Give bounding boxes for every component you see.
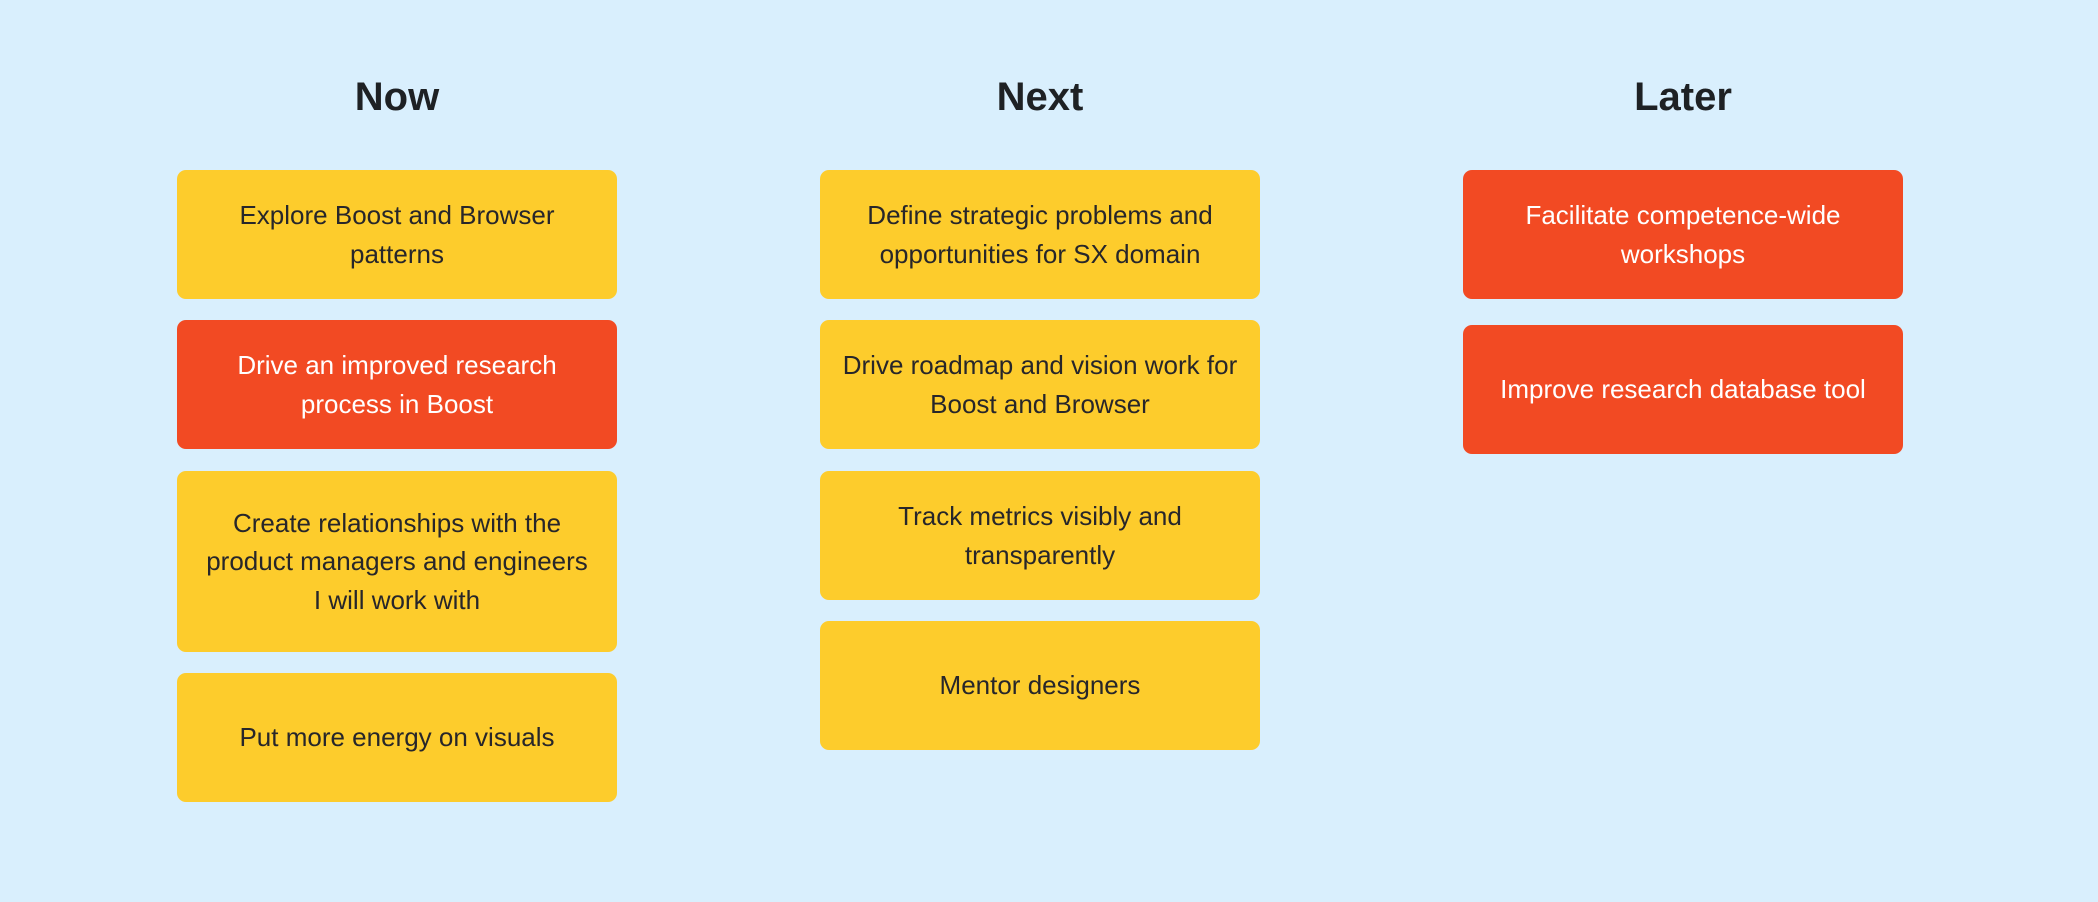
column-title-later: Later bbox=[1634, 75, 1732, 119]
column-title-now: Now bbox=[354, 75, 440, 119]
card-track-metrics[interactable]: Track metrics visibly and transparently bbox=[820, 471, 1260, 600]
card-facilitate-workshops[interactable]: Facilitate competence-wide workshops bbox=[1463, 170, 1903, 299]
card-drive-roadmap-vision[interactable]: Drive roadmap and vision work for Boost … bbox=[820, 320, 1260, 449]
card-explore-boost-browser-patterns[interactable]: Explore Boost and Browser patterns bbox=[177, 170, 617, 299]
card-drive-improved-research-process[interactable]: Drive an improved research process in Bo… bbox=[177, 320, 617, 449]
card-more-energy-on-visuals[interactable]: Put more energy on visuals bbox=[177, 673, 617, 802]
column-title-next: Next bbox=[996, 75, 1084, 119]
card-improve-research-database-tool[interactable]: Improve research database tool bbox=[1463, 325, 1903, 454]
card-mentor-designers[interactable]: Mentor designers bbox=[820, 621, 1260, 750]
card-create-relationships[interactable]: Create relationships with the product ma… bbox=[177, 471, 617, 652]
card-define-strategic-problems[interactable]: Define strategic problems and opportunit… bbox=[820, 170, 1260, 299]
